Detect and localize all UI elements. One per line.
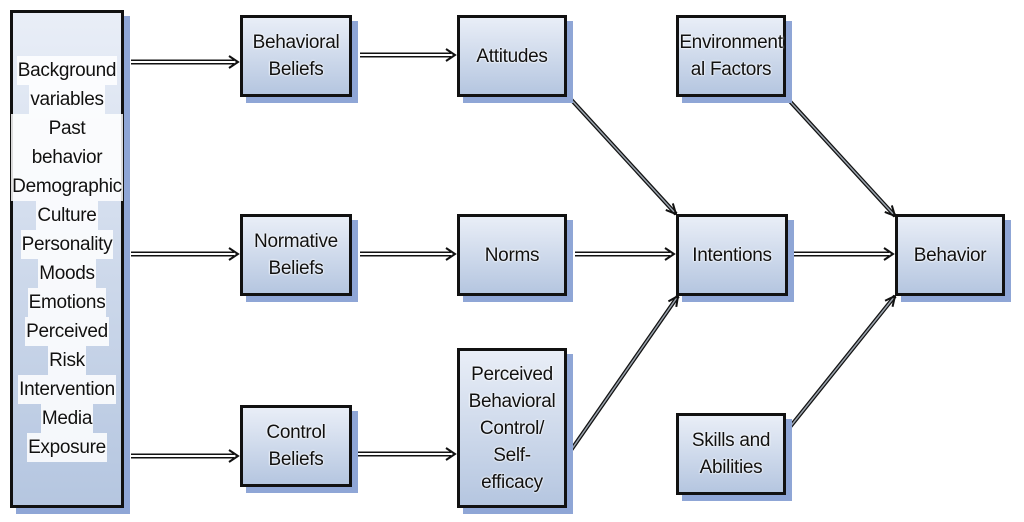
background-line: Moods — [38, 259, 96, 288]
box-label: Perceived — [471, 363, 553, 385]
box-label: Abilities — [699, 457, 763, 478]
box-label: Behavior — [913, 244, 987, 266]
box-label: Control — [266, 422, 326, 443]
arrow-behavioral-beliefs-to-attitudes — [360, 48, 457, 62]
background-line: Exposure — [27, 433, 107, 462]
arrow-attitudes-to-intentions — [565, 93, 678, 216]
box-label: Behavioral — [468, 390, 556, 412]
background-variables-box: Background variables Past behavior Demog… — [10, 10, 124, 508]
box-label: Attitudes — [476, 45, 548, 67]
box-label: Normative — [254, 231, 338, 252]
background-line: Demographic — [11, 172, 123, 201]
behavior-box: Behavior — [895, 214, 1005, 296]
box-label: Self- — [493, 444, 531, 466]
background-line: Perceived — [25, 317, 109, 346]
box-label: Environment — [679, 32, 783, 53]
box-label: Control/ — [479, 417, 545, 439]
normative-beliefs-box: Normative Beliefs — [240, 214, 352, 296]
box-label: Beliefs — [268, 258, 324, 279]
arrow-background-to-behavioral-beliefs — [131, 55, 240, 69]
box-label: Beliefs — [268, 449, 324, 470]
box-label: Behavioral — [252, 32, 340, 53]
control-beliefs-box: Control Beliefs — [240, 405, 352, 487]
background-line: Risk — [48, 346, 86, 375]
background-line: Background — [16, 56, 118, 85]
skills-abilities-box: Skills and Abilities — [676, 413, 786, 495]
arrow-control-beliefs-to-pbc — [358, 447, 457, 461]
arrow-pbc-to-intentions — [565, 294, 680, 458]
box-label: Beliefs — [268, 59, 324, 80]
box-label: Intentions — [692, 244, 772, 266]
arrow-background-to-normative-beliefs — [131, 247, 240, 261]
background-line: Emotions — [27, 288, 107, 317]
arrow-norms-to-intentions — [575, 247, 676, 261]
perceived-behavioral-control-box: Perceived Behavioral Control/ Self- effi… — [457, 348, 567, 508]
background-line: Culture — [36, 201, 98, 230]
environmental-factors-box: Environment al Factors — [676, 15, 786, 97]
behavioral-beliefs-box: Behavioral Beliefs — [240, 15, 352, 97]
arrow-skills-to-behavior — [784, 294, 897, 434]
arrow-normative-beliefs-to-norms — [360, 247, 457, 261]
arrow-background-to-control-beliefs — [131, 449, 240, 463]
background-line: Media — [40, 404, 94, 433]
intentions-box: Intentions — [676, 214, 788, 296]
background-line: Past behavior — [11, 114, 123, 172]
box-label: Skills and — [691, 430, 771, 451]
norms-box: Norms — [457, 214, 567, 296]
background-line: Personality — [20, 230, 114, 259]
background-line: Intervention — [18, 375, 116, 404]
arrow-environmental-to-behavior — [784, 95, 897, 218]
box-label: al Factors — [690, 59, 772, 80]
attitudes-box: Attitudes — [457, 15, 567, 97]
box-label: efficacy — [481, 471, 543, 493]
background-line: variables — [29, 85, 105, 114]
arrow-intentions-to-behavior — [794, 247, 895, 261]
box-label: Norms — [484, 244, 540, 266]
